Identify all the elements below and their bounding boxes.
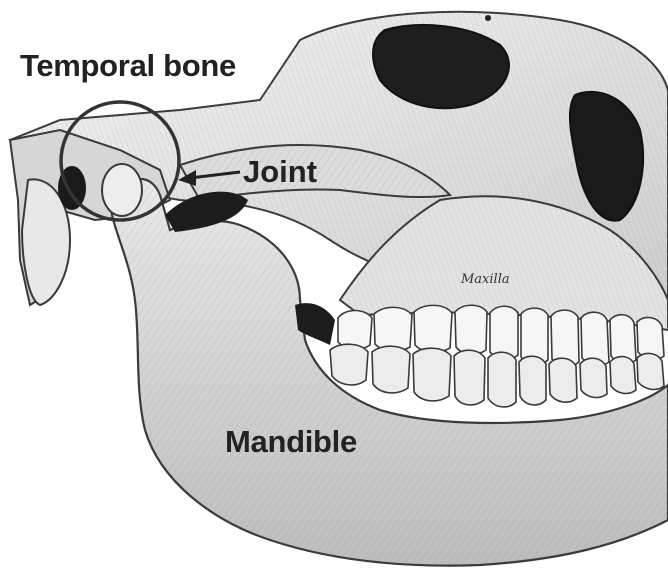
joint-label: Joint <box>243 156 317 187</box>
maxilla-label: Maxilla <box>461 273 510 286</box>
mandible-label: Mandible <box>225 426 357 457</box>
temporal-bone-label: Temporal bone <box>20 50 236 81</box>
mandibular-condyle <box>102 164 142 216</box>
